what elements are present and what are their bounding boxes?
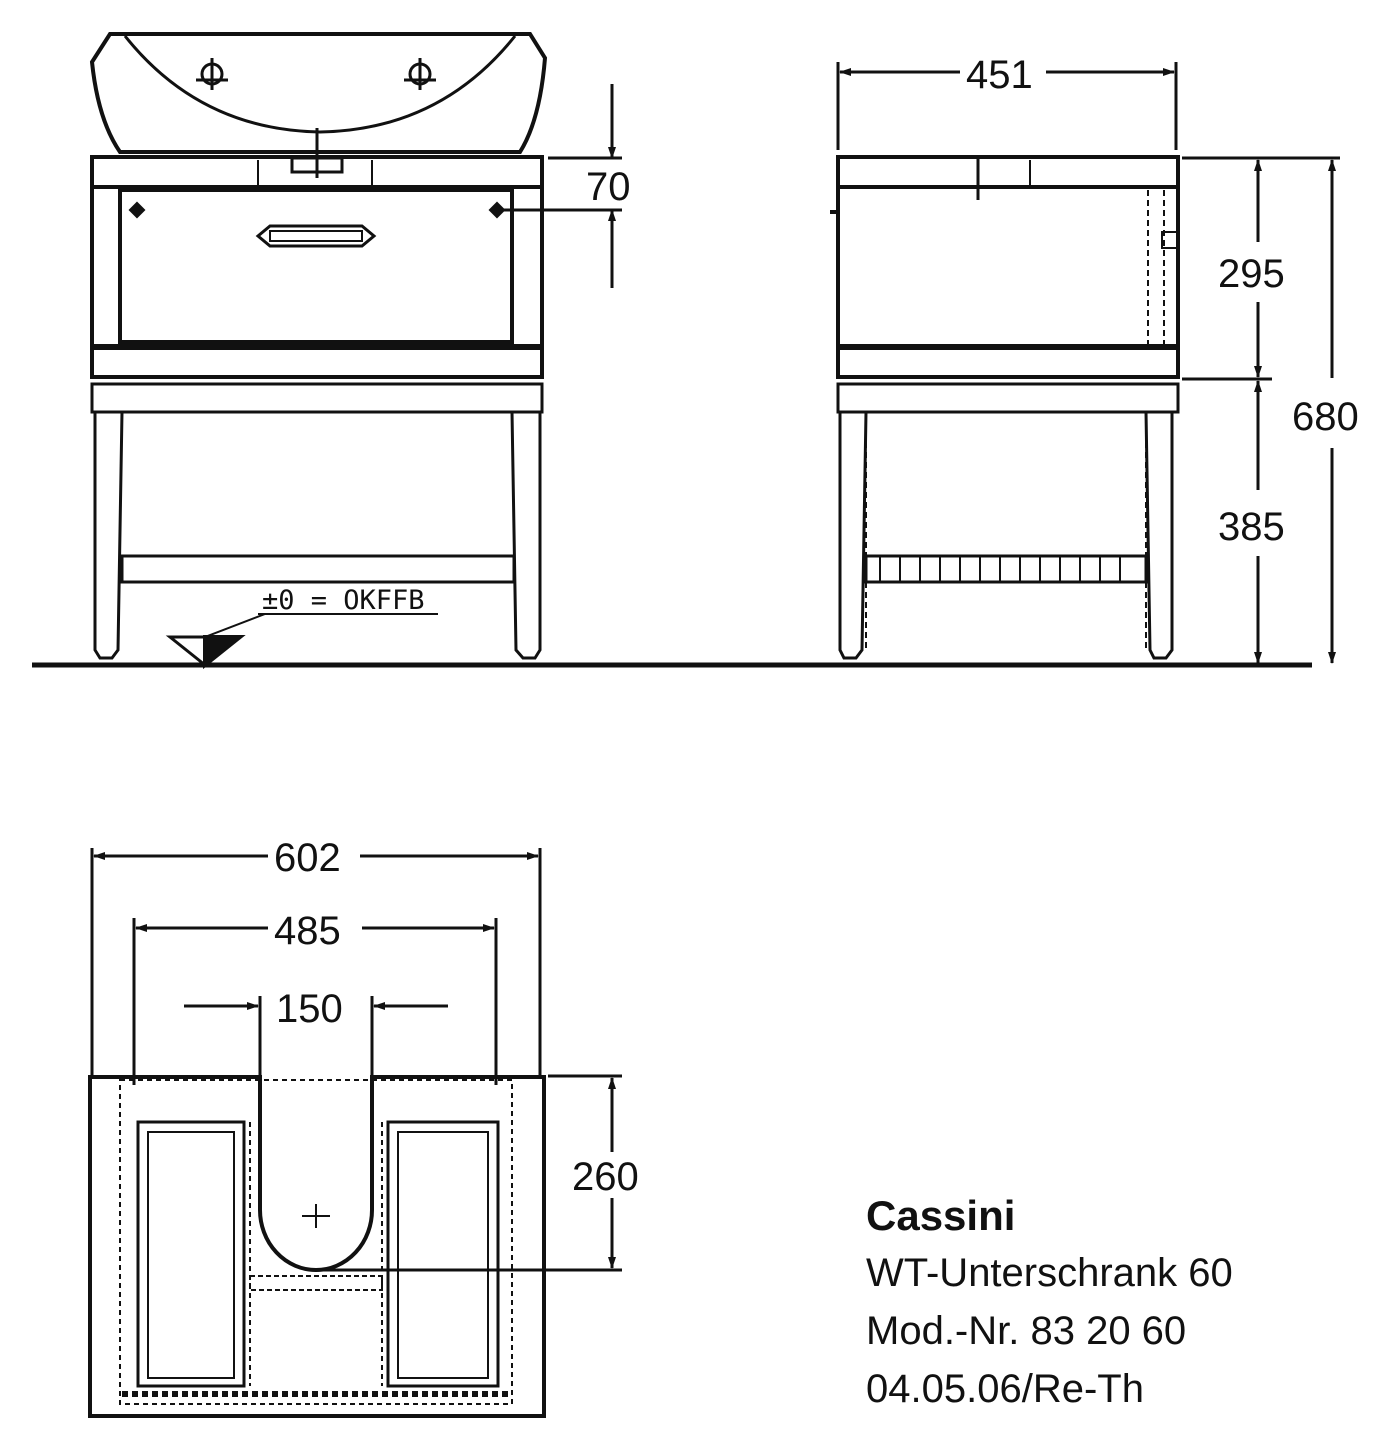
front-leg-right <box>510 410 542 660</box>
dim-label-451: 451 <box>966 53 1033 97</box>
floor-reference-label: ±0 = OKFFB <box>262 585 425 616</box>
side-base-frame <box>836 382 1180 414</box>
front-cabinet-body <box>90 185 544 379</box>
dim-label-602: 602 <box>274 836 341 880</box>
side-leg-back <box>1144 410 1174 660</box>
top-shelf <box>249 1275 383 1291</box>
drawer-handle-icon <box>255 224 377 248</box>
tap-hole-icon <box>404 58 436 90</box>
front-base-frame <box>90 382 544 414</box>
revision-info: 04.05.06/Re-Th <box>866 1367 1144 1411</box>
dim-label-150: 150 <box>276 987 343 1031</box>
product-description: WT-Unterschrank 60 <box>866 1251 1233 1295</box>
drain-center-icon <box>302 1204 330 1228</box>
dim-label-260: 260 <box>572 1155 639 1199</box>
tap-hole-icon <box>196 58 228 90</box>
model-number: Mod.-Nr. 83 20 60 <box>866 1309 1187 1353</box>
side-leg-front <box>838 410 868 660</box>
top-compartment-left <box>136 1120 246 1388</box>
front-view <box>89 32 548 670</box>
fixing-point-icon <box>128 201 146 219</box>
top-inner-frame <box>119 1079 513 1405</box>
front-stretcher <box>120 554 516 584</box>
dim-side-depth <box>836 62 1178 150</box>
front-basin-outline <box>89 32 548 154</box>
front-leg-left <box>93 410 124 660</box>
side-stretcher <box>864 554 1148 584</box>
front-basin-bowl <box>123 35 517 134</box>
top-compartment-right <box>386 1120 500 1388</box>
front-drawer <box>118 188 514 344</box>
title-block: Cassini WT-Unterschrank 60 Mod.-Nr. 83 2… <box>866 1188 1233 1418</box>
fixing-point-icon <box>488 201 506 219</box>
product-name: Cassini <box>866 1192 1016 1239</box>
dim-label-485: 485 <box>274 909 341 953</box>
side-top-panel <box>836 155 1180 189</box>
dim-front-drawer-height <box>500 84 622 288</box>
side-view <box>830 155 1180 660</box>
dim-label-385: 385 <box>1218 505 1285 549</box>
top-view <box>88 1075 546 1418</box>
dim-label-680: 680 <box>1292 395 1359 439</box>
top-outline-with-cutout <box>88 1075 546 1418</box>
dim-top-widths <box>90 848 622 1272</box>
dim-label-70: 70 <box>586 165 631 209</box>
dim-side-heights <box>1182 156 1340 664</box>
side-cabinet-body <box>836 185 1180 379</box>
dim-label-295: 295 <box>1218 252 1285 296</box>
